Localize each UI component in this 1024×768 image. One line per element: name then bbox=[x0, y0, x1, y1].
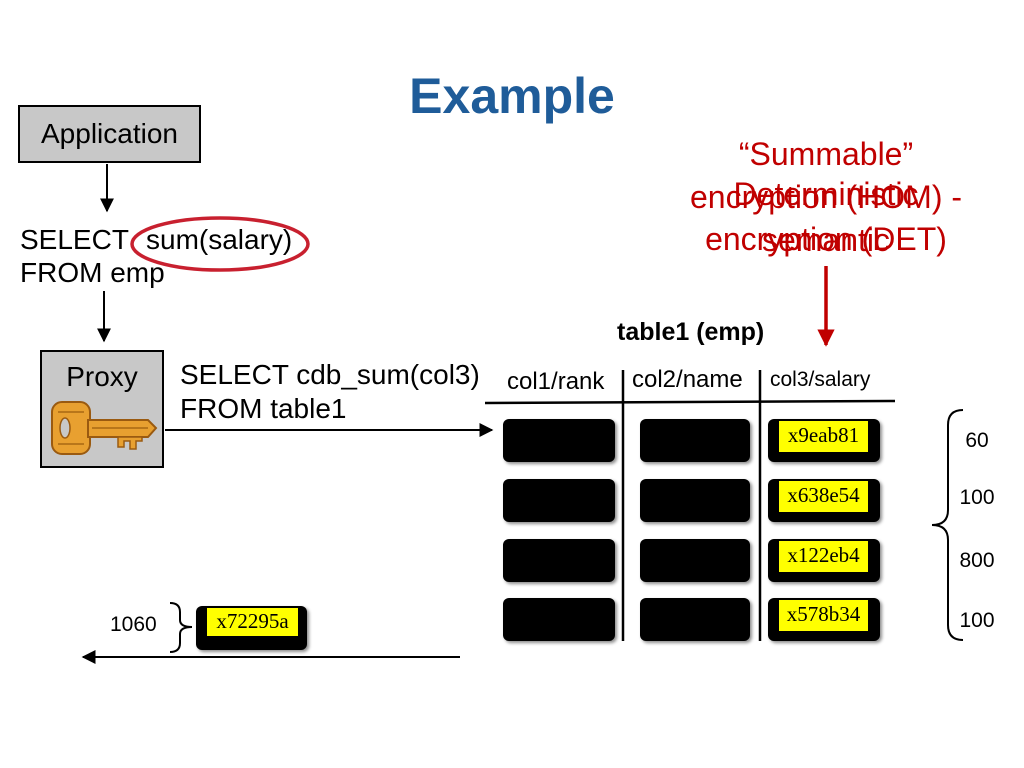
hom-label-line2: encryption (HOM) - bbox=[689, 179, 963, 215]
plaintext-value: 60 bbox=[965, 429, 989, 452]
encrypted-cell-col1 bbox=[503, 419, 615, 462]
result-plaintext: 1060 bbox=[110, 613, 157, 636]
hom-label-line1: “Summable” bbox=[738, 136, 914, 172]
column-header-col2: col2/name bbox=[632, 366, 743, 393]
ciphertext-label: x638e54 bbox=[779, 481, 868, 512]
rewritten-query-line2: FROM table1 bbox=[180, 393, 347, 424]
sum-highlight-ellipse bbox=[130, 216, 310, 272]
ciphertext-label: x578b34 bbox=[779, 600, 868, 631]
hom-label-line3: semantic bbox=[761, 222, 891, 258]
column-header-col1: col1/rank bbox=[507, 368, 605, 395]
hom-encryption-label: “Summable” encryption (HOM) - semantic bbox=[636, 133, 1016, 262]
proxy-box: Proxy bbox=[40, 350, 164, 468]
application-label: Application bbox=[41, 118, 178, 149]
client-query-sum-expr: sum(salary) bbox=[146, 224, 293, 255]
encrypted-cell-col3: x9eab81 bbox=[768, 419, 880, 462]
plaintext-values-brace bbox=[931, 409, 964, 641]
ciphertext-label: x122eb4 bbox=[779, 541, 868, 572]
proxy-label: Proxy bbox=[66, 361, 138, 392]
encrypted-cell-col3: x578b34 bbox=[768, 598, 880, 641]
table-caption: table1 (emp) bbox=[617, 318, 765, 346]
result-encrypted-cell: x72295a bbox=[196, 606, 307, 650]
encrypted-cell-col1 bbox=[503, 598, 615, 641]
encrypted-cell-col2 bbox=[640, 598, 750, 641]
application-box: Application bbox=[18, 105, 201, 163]
encrypted-cell-col3: x122eb4 bbox=[768, 539, 880, 582]
encrypted-cell-col2 bbox=[640, 479, 750, 522]
slide-title: Example bbox=[409, 68, 615, 124]
plaintext-value: 100 bbox=[959, 609, 995, 632]
encrypted-cell-col3: x638e54 bbox=[768, 479, 880, 522]
table-header-rule bbox=[484, 399, 896, 405]
det-label-line2: encryption (DET) bbox=[705, 221, 947, 257]
result-ciphertext-label: x72295a bbox=[207, 608, 298, 636]
client-query-from: FROM emp bbox=[20, 257, 165, 288]
result-brace bbox=[169, 602, 193, 653]
plaintext-value: 800 bbox=[959, 549, 995, 572]
ciphertext-label: x9eab81 bbox=[779, 421, 868, 452]
det-label-line1: Deterministic bbox=[733, 176, 919, 212]
plaintext-value: 100 bbox=[959, 486, 995, 509]
encrypted-cell-col1 bbox=[503, 539, 615, 582]
det-encryption-label: Deterministic encryption (DET) bbox=[636, 172, 1016, 262]
client-query-select: SELECT bbox=[20, 224, 129, 255]
column-header-col3: col3/salary bbox=[770, 368, 871, 391]
encrypted-cell-col1 bbox=[503, 479, 615, 522]
key-icon bbox=[51, 401, 158, 455]
encrypted-cell-col2 bbox=[640, 539, 750, 582]
rewritten-query-line1: SELECT cdb_sum(col3) bbox=[180, 359, 480, 390]
encrypted-cell-col2 bbox=[640, 419, 750, 462]
